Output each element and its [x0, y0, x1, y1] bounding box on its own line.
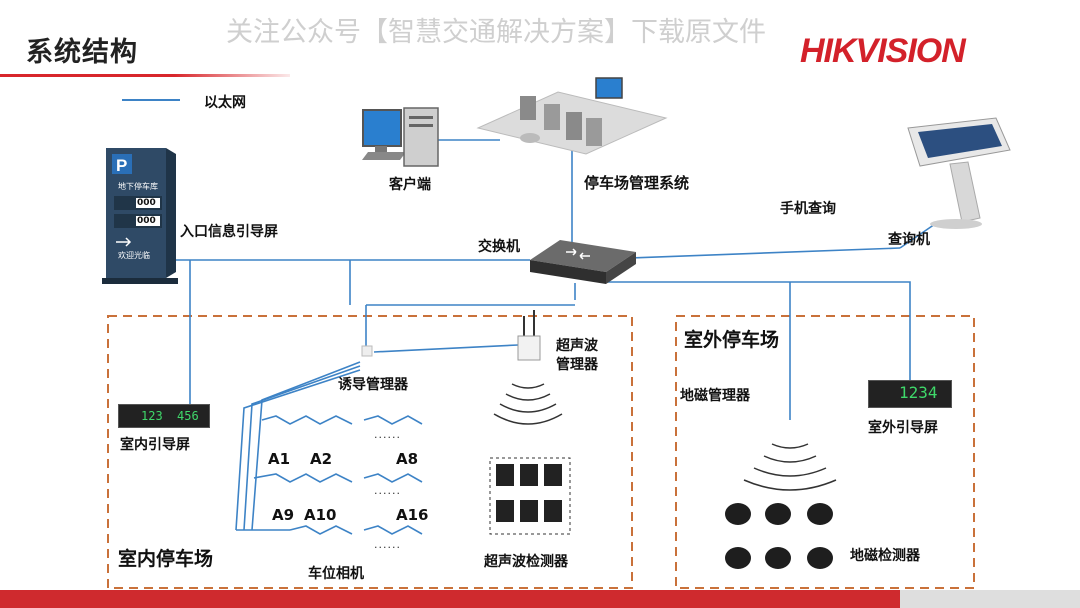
query-kiosk-icon	[907, 117, 1011, 229]
query-kiosk-label: 查询机	[888, 232, 930, 248]
outdoor-screen-label: 室外引导屏	[868, 420, 938, 436]
geomagnetic-detector-icon	[725, 503, 833, 569]
entrance-sign-row1: 000	[137, 198, 156, 208]
switch-label: 交换机	[478, 239, 520, 255]
ultrasonic-detector-icon	[489, 457, 571, 535]
row-ellipsis: ......	[374, 538, 401, 551]
row-ellipsis: ......	[374, 428, 401, 441]
ultrasonic-manager-label: 超声波 管理器	[556, 338, 598, 373]
svg-text:P: P	[116, 156, 127, 175]
entrance-sign-header: 地下停车库	[118, 182, 158, 191]
parking-system-label: 停车场管理系统	[584, 174, 690, 192]
entrance-sign-row2: 000	[137, 216, 156, 226]
indoor-parking-label: 室内停车场	[118, 548, 214, 570]
outdoor-parking-zone	[675, 315, 975, 589]
watermark-text: 关注公众号【智慧交通解决方案】下载原文件	[226, 17, 766, 48]
slot-label: A2	[310, 450, 333, 468]
row-ellipsis: ......	[374, 484, 401, 497]
entrance-sign-icon: P	[102, 148, 178, 284]
geomag-detector-label: 地磁检测器	[850, 548, 920, 564]
brand-logo: HIKVISION	[800, 32, 966, 70]
footer-red-bar	[0, 590, 900, 608]
guidance-manager-icon	[361, 345, 373, 357]
outdoor-screen-device: 1234	[868, 380, 952, 408]
indoor-screen-label: 室内引导屏	[120, 437, 190, 453]
footer-grey-bar	[900, 590, 1080, 608]
server-cluster-icon	[476, 77, 668, 155]
network-switch-icon	[530, 240, 636, 284]
slot-label: A10	[304, 506, 337, 524]
ultrasonic-manager-icon	[517, 310, 541, 361]
title-underline	[0, 74, 290, 77]
guidance-manager-label: 诱导管理器	[338, 377, 408, 393]
ultrasonic-wave-icon	[493, 383, 563, 425]
outdoor-screen-count: 1234	[899, 383, 938, 402]
entrance-screen-label: 入口信息引导屏	[180, 224, 278, 240]
indoor-screen-left-count: 123	[141, 409, 163, 423]
legend-ethernet-label: 以太网	[204, 95, 246, 111]
indoor-screen-right-count: 456	[177, 409, 199, 423]
slot-label: A9	[272, 506, 295, 524]
slot-label: A8	[396, 450, 419, 468]
geomag-manager-label: 地磁管理器	[680, 388, 750, 404]
entrance-sign-welcome: 欢迎光临	[118, 251, 150, 260]
mobile-query-label: 手机查询	[780, 201, 836, 217]
client-computer-icon	[362, 107, 439, 167]
space-camera-label: 车位相机	[308, 566, 364, 582]
client-label: 客户端	[389, 177, 431, 193]
ultrasonic-detector-label: 超声波检测器	[484, 554, 568, 570]
geomagnetic-wave-icon	[743, 443, 837, 491]
slot-label: A1	[268, 450, 291, 468]
indoor-parking-zone	[107, 315, 633, 589]
network-lines	[170, 139, 939, 535]
indoor-screen-device: 123 456	[118, 404, 210, 428]
page-title: 系统结构	[26, 37, 138, 68]
slot-label: A16	[396, 506, 429, 524]
outdoor-parking-label: 室外停车场	[684, 329, 780, 351]
